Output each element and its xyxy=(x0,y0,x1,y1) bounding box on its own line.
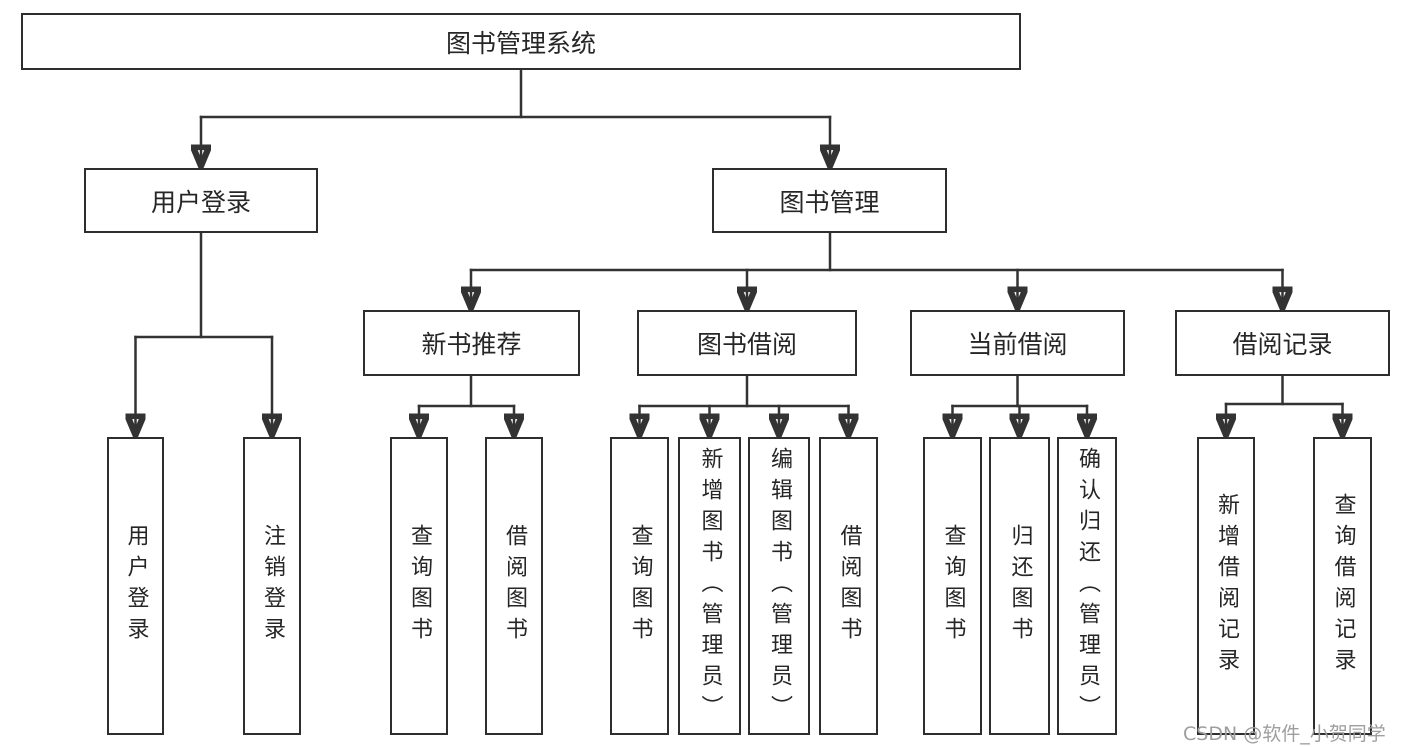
connector-current-borrowing-to-leaves xyxy=(953,374,1088,435)
node-book-management: 图书管理 xyxy=(712,168,947,233)
leaf-query-borrow-record: 查询借阅记录 xyxy=(1313,437,1372,735)
node-borrowing-records: 借阅记录 xyxy=(1175,310,1390,376)
leaf-return-books-label: 归还图书 xyxy=(1007,524,1033,648)
leaf-query-books-current-label: 查询图书 xyxy=(940,524,966,648)
leaf-add-books-admin: 新增图书（管理员） xyxy=(678,437,741,735)
leaf-add-borrow-record-label: 新增借阅记录 xyxy=(1214,493,1239,679)
connector-root-to-level2 xyxy=(201,67,830,166)
leaf-add-books-admin-label: 新增图书（管理员） xyxy=(697,446,723,726)
connector-new-book-recommend-to-leaves xyxy=(419,374,514,435)
node-book-management-label: 图书管理 xyxy=(779,187,880,217)
leaf-logout: 注销登录 xyxy=(243,437,301,735)
connector-borrowing-records-to-leaves xyxy=(1226,374,1343,435)
node-new-book-recommend: 新书推荐 xyxy=(363,310,580,376)
leaf-logout-label: 注销登录 xyxy=(260,524,285,648)
leaf-edit-books-admin: 编辑图书（管理员） xyxy=(748,437,810,735)
leaf-confirm-return-admin: 确认归还（管理员） xyxy=(1057,437,1117,735)
leaf-borrow-books: 借阅图书 xyxy=(819,437,878,735)
node-book-borrowing-label: 图书借阅 xyxy=(696,330,797,359)
connector-user-login-to-leaves xyxy=(136,231,273,435)
leaf-borrow-books-recommend: 借阅图书 xyxy=(485,437,543,735)
leaf-query-books-recommend: 查询图书 xyxy=(390,437,448,735)
node-library-system-label: 图书管理系统 xyxy=(445,28,596,58)
leaf-confirm-return-admin-label: 确认归还（管理员） xyxy=(1075,446,1100,726)
node-library-system: 图书管理系统 xyxy=(21,13,1021,70)
connector-book-management-to-level3 xyxy=(471,231,1283,308)
leaf-edit-books-admin-label: 编辑图书（管理员） xyxy=(767,446,792,726)
watermark-text: CSDN @软件_小贺同学 xyxy=(1183,723,1386,745)
node-new-book-recommend-label: 新书推荐 xyxy=(421,330,522,359)
node-current-borrowing-label: 当前借阅 xyxy=(967,330,1068,359)
leaf-borrow-books-label: 借阅图书 xyxy=(836,524,862,648)
leaf-query-books-recommend-label: 查询图书 xyxy=(407,524,432,648)
leaf-query-books-borrowing: 查询图书 xyxy=(610,437,669,735)
node-user-login: 用户登录 xyxy=(84,168,318,233)
leaf-query-books-current: 查询图书 xyxy=(923,437,982,735)
leaf-user-login-label: 用户登录 xyxy=(123,524,149,648)
node-book-borrowing: 图书借阅 xyxy=(637,310,857,376)
connector-book-borrowing-to-leaves xyxy=(640,374,849,435)
leaf-query-books-borrowing-label: 查询图书 xyxy=(627,524,653,648)
leaf-add-borrow-record: 新增借阅记录 xyxy=(1197,437,1255,735)
leaf-user-login: 用户登录 xyxy=(107,437,164,735)
node-user-login-label: 用户登录 xyxy=(150,187,251,217)
leaf-query-borrow-record-label: 查询借阅记录 xyxy=(1330,493,1356,679)
leaf-borrow-books-recommend-label: 借阅图书 xyxy=(502,524,527,648)
node-borrowing-records-label: 借阅记录 xyxy=(1232,330,1333,359)
node-current-borrowing: 当前借阅 xyxy=(910,310,1125,376)
leaf-return-books: 归还图书 xyxy=(989,437,1050,735)
